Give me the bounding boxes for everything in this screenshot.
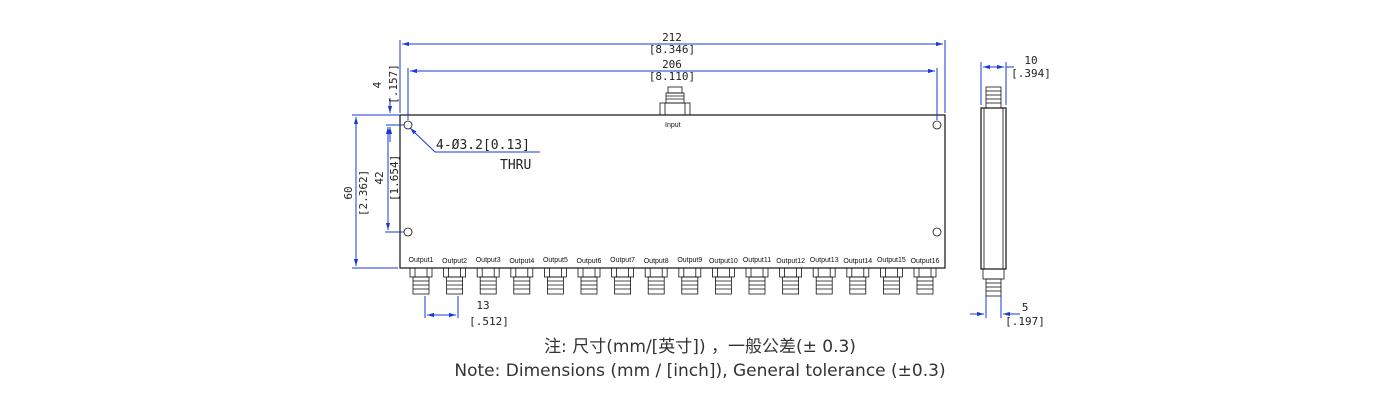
output-label: Output15 [877,257,906,264]
output-label: Output5 [543,257,568,264]
output-port: Output8 [644,258,669,295]
output-label: Output3 [476,257,501,264]
output-label: Output6 [577,258,602,265]
output-label: Output12 [776,258,805,265]
input-connector [659,86,691,116]
output-port: Output7 [610,257,635,295]
dim-13-inch: [.512] [469,315,509,328]
output-port: Output4 [509,258,534,295]
side-body [980,107,1007,270]
mounting-hole [932,120,942,130]
output-port: Output16 [911,258,940,295]
output-port: Output11 [743,257,771,295]
output-port: Output1 [409,257,434,295]
output-label: Output1 [409,257,434,264]
side-view: 10 [.394] 5 [.197] [970,54,1051,328]
dim-42-mm: 42 [373,171,386,184]
dim-60-inch: [2.362] [357,170,370,216]
dim-4-inch: [.157] [387,64,400,104]
output-connectors: Output1 Output2 Output3 Output4 Output5 Outpu… [409,257,940,295]
output-port: Output13 [810,257,839,295]
output-label: Output13 [810,257,839,264]
hole-callout-note: THRU [500,158,531,173]
dim-5-mm: 5 [1022,301,1029,314]
output-label: Output10 [709,258,738,265]
dim-206-mm: 206 [662,58,682,71]
dim-10-mm: 10 [1024,54,1037,67]
input-label: Input [665,122,681,129]
output-label: Output4 [509,258,534,265]
dim-10-inch: [.394] [1011,67,1051,80]
splitter-body [399,114,946,269]
output-port: Output10 [709,258,738,295]
output-label: Output8 [644,258,669,265]
dim-13-mm: 13 [476,299,489,312]
dim-4-mm: 4 [371,81,384,88]
output-label: Output16 [911,258,940,265]
dim-212-inch: [8.346] [649,43,695,56]
output-port: Output3 [476,257,501,295]
output-port: Output9 [677,257,702,295]
output-label: Output11 [743,257,771,264]
output-port: Output5 [543,257,568,295]
output-label: Output14 [843,258,872,265]
output-port: Output2 [442,258,467,295]
dim-5-inch: [.197] [1005,315,1045,328]
output-port: Output14 [843,258,872,295]
dim-206-inch: [8.110] [649,70,695,83]
output-label: Output7 [610,257,635,264]
dim-212-mm: 212 [662,31,682,44]
side-output-connector [982,268,1005,297]
note-chinese: 注: 尺寸(mm/[英寸]) ，一般公差(± 0.3) [544,337,856,357]
output-port: Output15 [877,257,906,295]
dim-60-mm: 60 [342,186,355,199]
output-label: Output9 [677,257,702,264]
output-port: Output6 [577,258,602,295]
side-input-connector [985,86,1002,109]
output-port: Output12 [776,258,805,295]
output-label: Output2 [442,258,467,265]
dim-42-inch: [1.654] [388,155,401,201]
hole-callout: 4-Ø3.2[0.13] [436,138,530,153]
mounting-hole [932,227,942,237]
note-english: Note: Dimensions (mm / [inch]), General … [454,361,945,381]
